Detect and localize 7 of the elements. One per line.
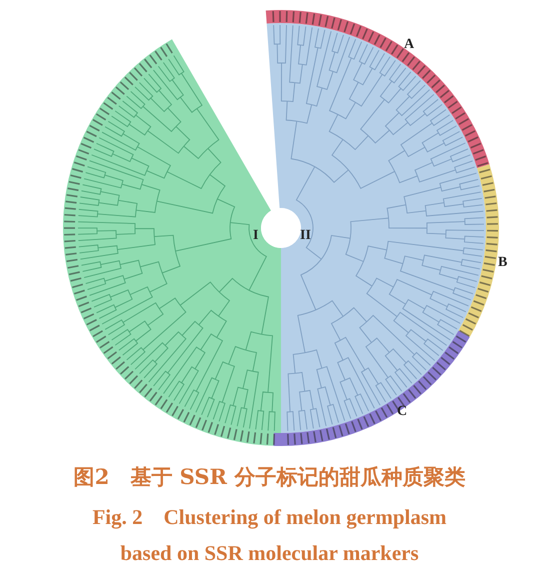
- subcluster-label: B: [498, 256, 508, 270]
- figure-caption: Fig. 2 Clustering of melon germplasm based on SSR molecular markers: [91, 504, 448, 567]
- subcluster-label: A: [404, 38, 414, 52]
- cluster-label: I: [253, 229, 258, 243]
- subcluster-label: C: [397, 405, 408, 419]
- figure-caption: 图2 基于 SSR 分子标记的甜瓜种质聚类: [72, 463, 466, 491]
- cluster-label: II: [300, 229, 311, 243]
